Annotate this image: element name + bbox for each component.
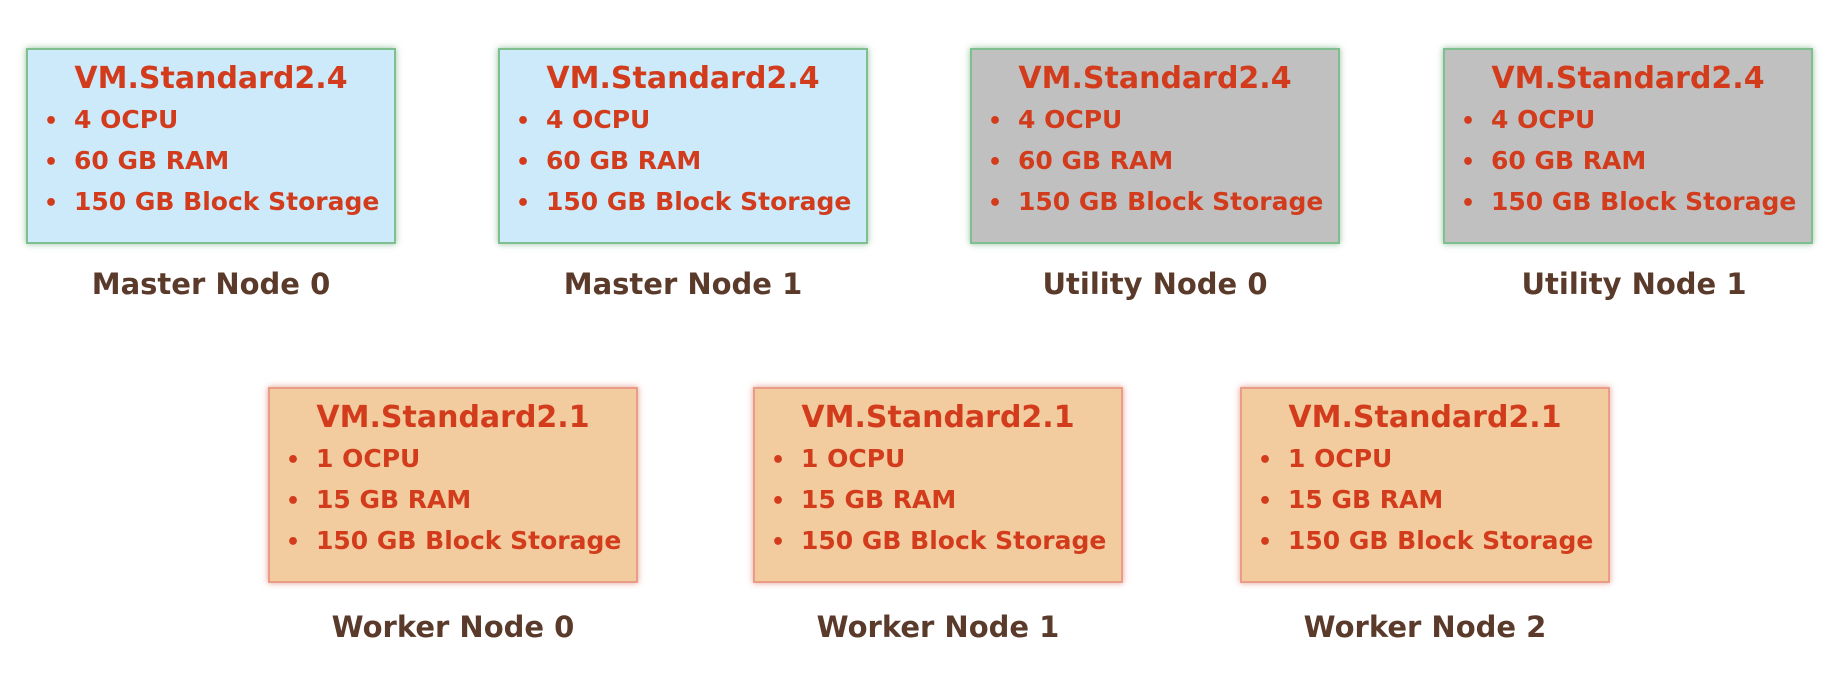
utility-node-1: VM.Standard2.4 •4 OCPU •60 GB RAM •150 G… — [1443, 48, 1813, 302]
spec-ocpu: •4 OCPU — [500, 100, 866, 141]
vm-card: VM.Standard2.4 •4 OCPU •60 GB RAM •150 G… — [1443, 48, 1813, 244]
node-label: Worker Node 2 — [1303, 610, 1547, 644]
spec-ocpu: •1 OCPU — [270, 439, 636, 480]
vm-card: VM.Standard2.1 •1 OCPU •15 GB RAM •150 G… — [1240, 387, 1610, 583]
spec-ocpu: •4 OCPU — [1445, 100, 1811, 141]
spec-ocpu: •1 OCPU — [755, 439, 1121, 480]
spec-ram: •60 GB RAM — [28, 141, 394, 182]
bullet-icon: • — [516, 150, 531, 175]
vm-shape-title: VM.Standard2.1 — [1288, 400, 1562, 435]
bullet-icon: • — [1461, 150, 1476, 175]
worker-node-0: VM.Standard2.1 •1 OCPU •15 GB RAM •150 G… — [268, 387, 638, 645]
spec-list: •1 OCPU •15 GB RAM •150 GB Block Storage — [755, 439, 1121, 562]
node-label: Master Node 1 — [563, 267, 803, 301]
spec-list: •1 OCPU •15 GB RAM •150 GB Block Storage — [270, 439, 636, 562]
vm-card: VM.Standard2.4 •4 OCPU •60 GB RAM •150 G… — [26, 48, 396, 244]
bullet-icon: • — [286, 489, 301, 514]
spec-list: •4 OCPU •60 GB RAM •150 GB Block Storage — [500, 100, 866, 223]
spec-ram: •15 GB RAM — [1242, 480, 1608, 521]
utility-node-0: VM.Standard2.4 •4 OCPU •60 GB RAM •150 G… — [970, 48, 1340, 302]
vm-shape-title: VM.Standard2.4 — [1018, 61, 1292, 96]
bullet-icon: • — [44, 109, 59, 134]
bullet-icon: • — [1461, 191, 1476, 216]
vm-shape-title: VM.Standard2.4 — [546, 61, 820, 96]
spec-storage: •150 GB Block Storage — [270, 521, 636, 562]
vm-card: VM.Standard2.4 •4 OCPU •60 GB RAM •150 G… — [498, 48, 868, 244]
spec-storage: •150 GB Block Storage — [500, 182, 866, 223]
bullet-icon: • — [988, 150, 1003, 175]
bullet-icon: • — [771, 530, 786, 555]
bullet-icon: • — [516, 191, 531, 216]
node-label: Worker Node 1 — [816, 610, 1060, 644]
bullet-icon: • — [1258, 448, 1273, 473]
vm-shape-title: VM.Standard2.1 — [316, 400, 590, 435]
spec-list: •1 OCPU •15 GB RAM •150 GB Block Storage — [1242, 439, 1608, 562]
bullet-icon: • — [1258, 530, 1273, 555]
spec-list: •4 OCPU •60 GB RAM •150 GB Block Storage — [28, 100, 394, 223]
bullet-icon: • — [44, 150, 59, 175]
bullet-icon: • — [988, 109, 1003, 134]
vm-card: VM.Standard2.4 •4 OCPU •60 GB RAM •150 G… — [970, 48, 1340, 244]
bullet-icon: • — [1461, 109, 1476, 134]
spec-storage: •150 GB Block Storage — [1445, 182, 1811, 223]
spec-ram: •60 GB RAM — [500, 141, 866, 182]
vm-card: VM.Standard2.1 •1 OCPU •15 GB RAM •150 G… — [268, 387, 638, 583]
bullet-icon: • — [286, 448, 301, 473]
spec-list: •4 OCPU •60 GB RAM •150 GB Block Storage — [1445, 100, 1811, 223]
spec-ocpu: •1 OCPU — [1242, 439, 1608, 480]
bullet-icon: • — [1258, 489, 1273, 514]
spec-storage: •150 GB Block Storage — [755, 521, 1121, 562]
spec-ram: •60 GB RAM — [1445, 141, 1811, 182]
spec-ocpu: •4 OCPU — [28, 100, 394, 141]
node-label: Worker Node 0 — [331, 610, 575, 644]
bullet-icon: • — [286, 530, 301, 555]
worker-node-2: VM.Standard2.1 •1 OCPU •15 GB RAM •150 G… — [1240, 387, 1610, 645]
master-node-1: VM.Standard2.4 •4 OCPU •60 GB RAM •150 G… — [498, 48, 868, 302]
bullet-icon: • — [771, 448, 786, 473]
spec-list: •4 OCPU •60 GB RAM •150 GB Block Storage — [972, 100, 1338, 223]
worker-node-1: VM.Standard2.1 •1 OCPU •15 GB RAM •150 G… — [753, 387, 1123, 645]
vm-shape-title: VM.Standard2.4 — [74, 61, 348, 96]
node-label: Master Node 0 — [91, 267, 331, 301]
spec-storage: •150 GB Block Storage — [28, 182, 394, 223]
vm-shape-title: VM.Standard2.1 — [801, 400, 1075, 435]
spec-ocpu: •4 OCPU — [972, 100, 1338, 141]
node-label: Utility Node 1 — [1521, 267, 1747, 301]
bullet-icon: • — [988, 191, 1003, 216]
spec-storage: •150 GB Block Storage — [972, 182, 1338, 223]
bullet-icon: • — [771, 489, 786, 514]
master-node-0: VM.Standard2.4 •4 OCPU •60 GB RAM •150 G… — [26, 48, 396, 302]
bullet-icon: • — [516, 109, 531, 134]
spec-ram: •15 GB RAM — [270, 480, 636, 521]
spec-ram: •15 GB RAM — [755, 480, 1121, 521]
bullet-icon: • — [44, 191, 59, 216]
spec-ram: •60 GB RAM — [972, 141, 1338, 182]
vm-card: VM.Standard2.1 •1 OCPU •15 GB RAM •150 G… — [753, 387, 1123, 583]
spec-storage: •150 GB Block Storage — [1242, 521, 1608, 562]
vm-shape-title: VM.Standard2.4 — [1491, 61, 1765, 96]
node-label: Utility Node 0 — [1042, 267, 1268, 301]
